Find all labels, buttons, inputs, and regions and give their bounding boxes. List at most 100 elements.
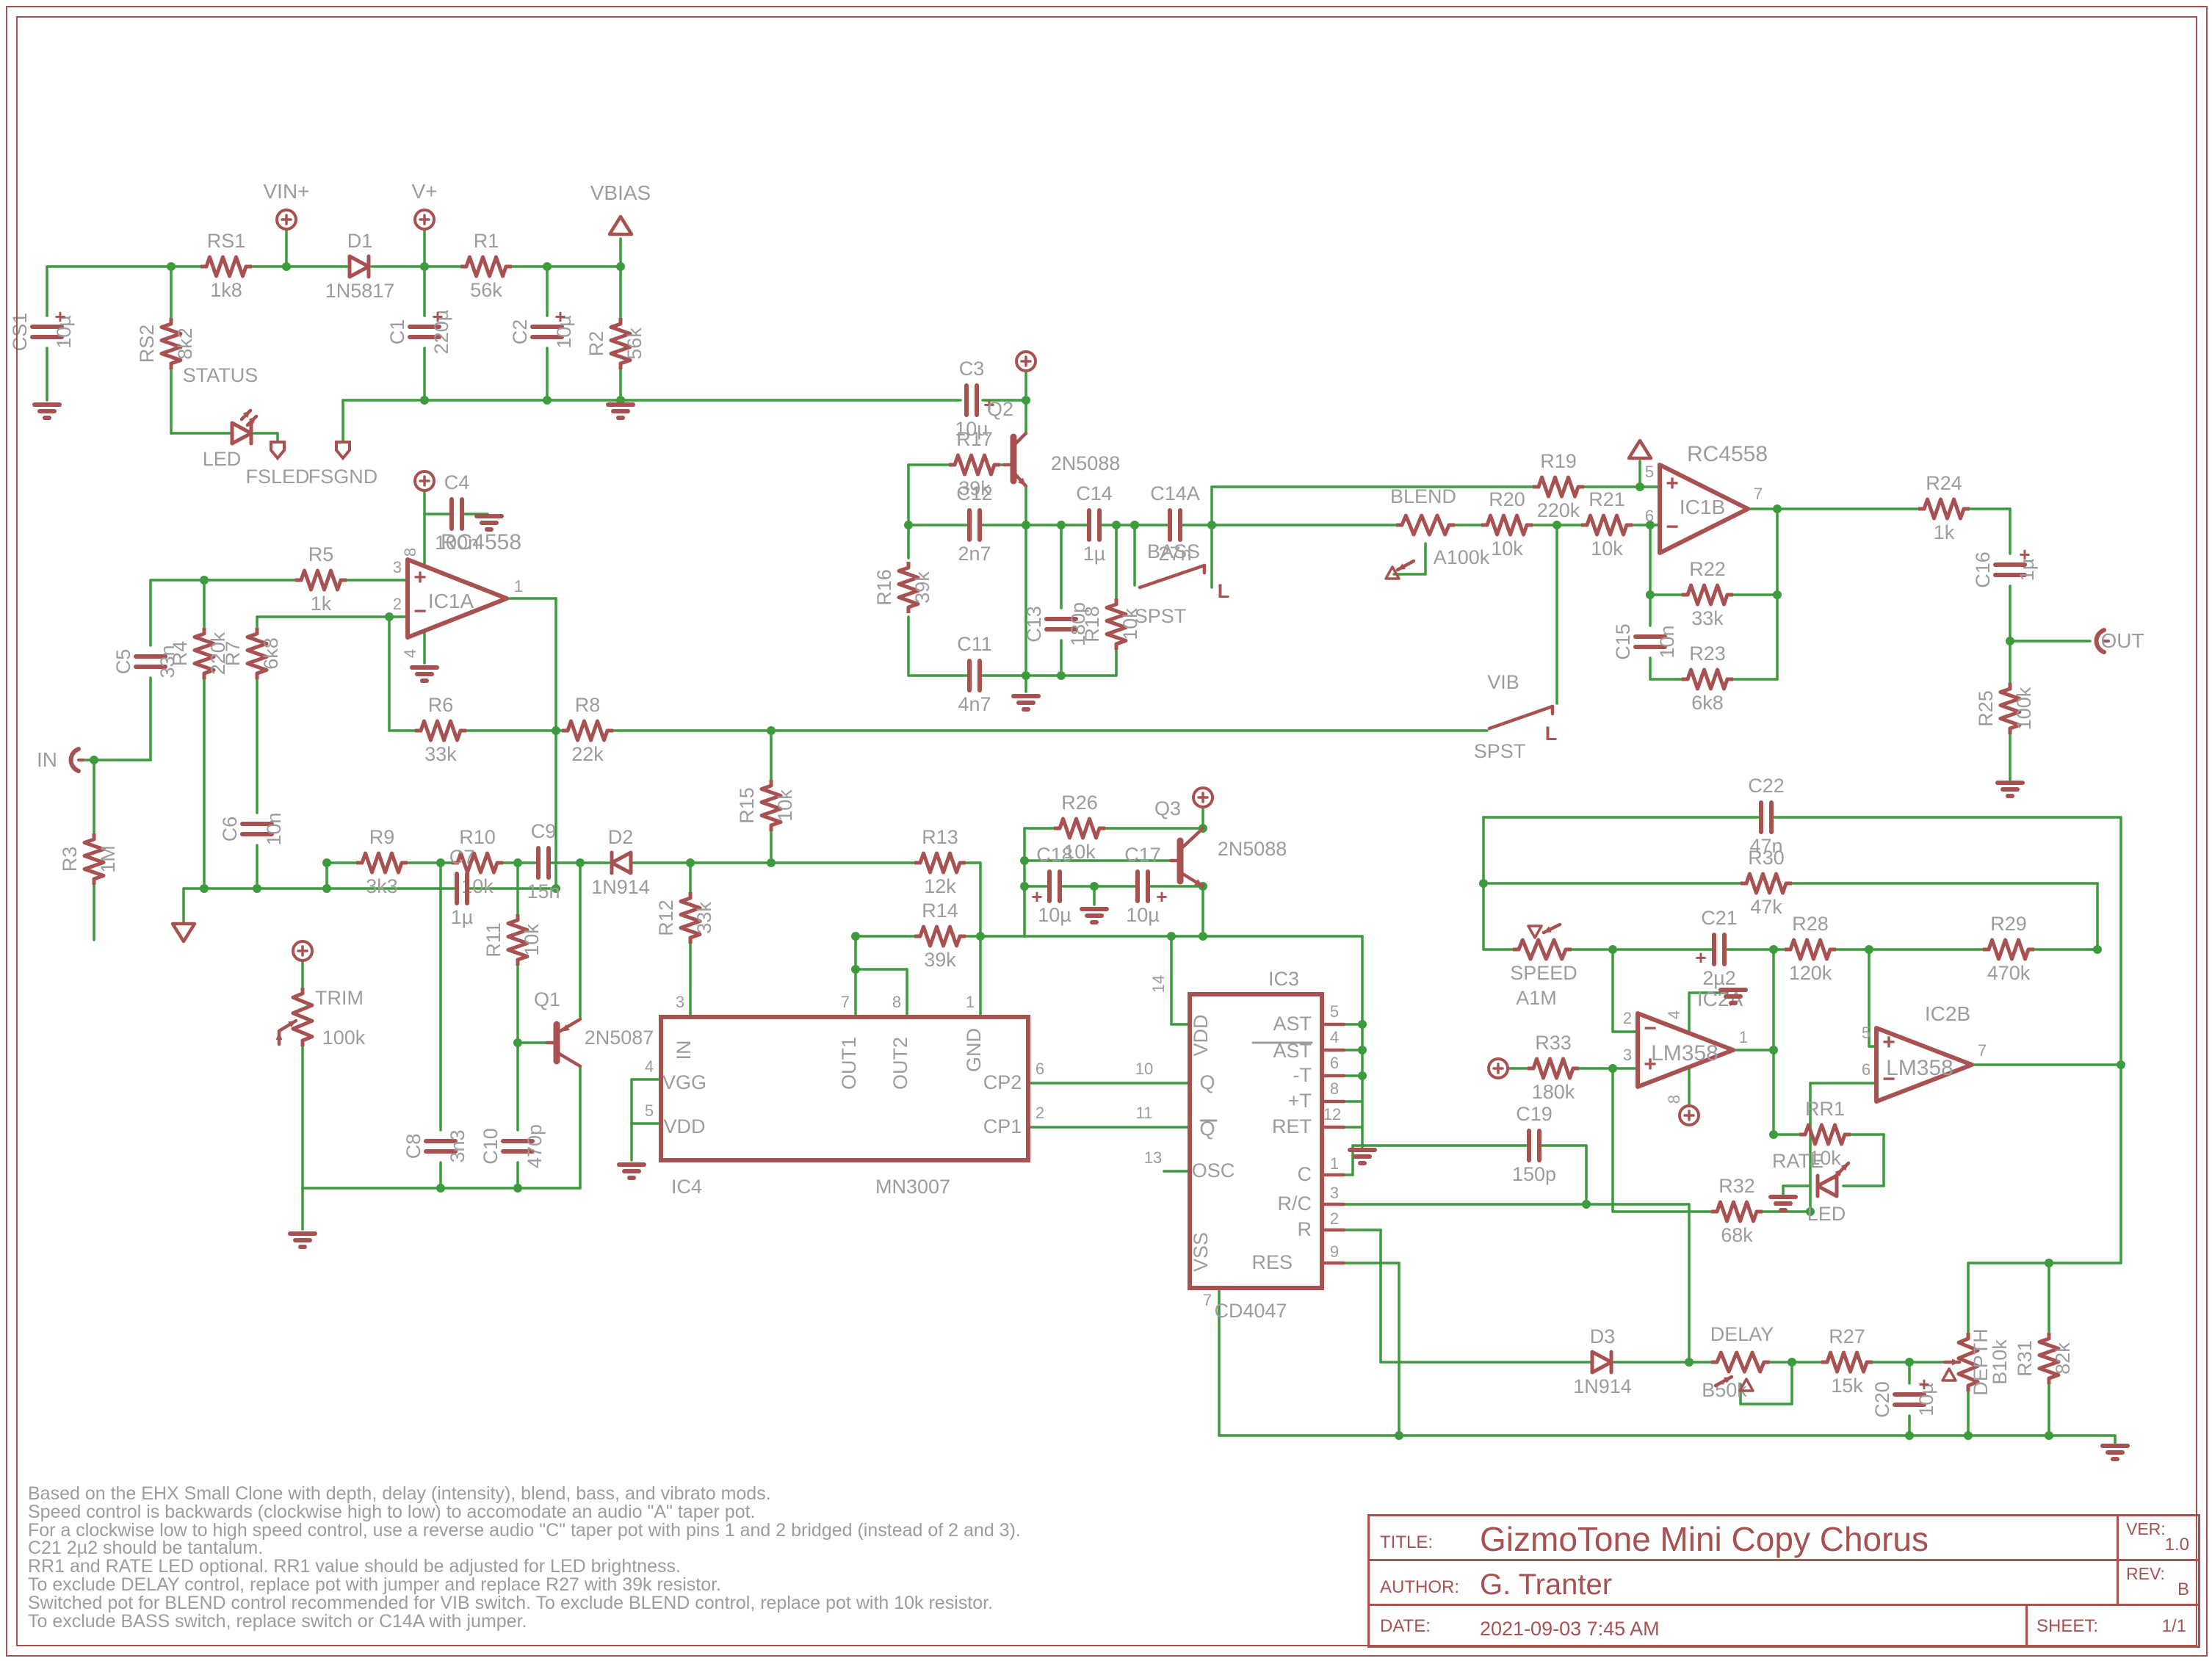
svg-text:+: + — [1666, 471, 1679, 496]
svg-text:SPEED: SPEED — [1510, 962, 1577, 984]
svg-text:C14: C14 — [1076, 482, 1113, 504]
svg-text:R18: R18 — [1081, 606, 1103, 643]
svg-text:220µ: 220µ — [430, 310, 452, 355]
svg-text:RET: RET — [1272, 1115, 1312, 1137]
svg-text:IC3: IC3 — [1268, 968, 1299, 990]
svg-text:LED: LED — [203, 448, 242, 470]
symbol-lines — [239, 408, 1962, 1388]
out-connector — [2094, 628, 2110, 654]
svg-text:3: 3 — [1623, 1046, 1632, 1064]
note-line: C21 2µ2 should be tantalum. — [28, 1538, 264, 1559]
svg-text:3k3: 3k3 — [366, 875, 398, 897]
svg-text:VIB: VIB — [1487, 671, 1519, 693]
svg-text:C12: C12 — [956, 482, 993, 504]
svg-text:R7: R7 — [222, 641, 244, 667]
svg-text:5: 5 — [645, 1101, 654, 1120]
svg-text:C18: C18 — [1036, 844, 1073, 866]
svg-text:4: 4 — [1330, 1028, 1339, 1046]
svg-text:2N5088: 2N5088 — [1051, 452, 1121, 474]
vbias-icon — [1627, 438, 1653, 460]
svg-text:+: + — [432, 305, 443, 328]
svg-text:R28: R28 — [1792, 913, 1829, 935]
svg-text:R3: R3 — [59, 847, 81, 872]
svg-text:180p: 180p — [1067, 602, 1089, 646]
svg-text:RC4558: RC4558 — [441, 530, 521, 554]
svg-text:TRIM: TRIM — [315, 987, 364, 1009]
svg-text:R1: R1 — [474, 230, 499, 252]
supply-plus-icon — [292, 940, 314, 962]
svg-text:R8: R8 — [575, 694, 601, 716]
ic-IC3: IC3CD4047VDDQQOSCVSSASTAST-T+TRETCR/CRRE… — [1144, 968, 1341, 1322]
svg-text:4: 4 — [401, 649, 419, 658]
svg-text:VDD: VDD — [663, 1115, 705, 1137]
svg-text:7: 7 — [1754, 485, 1763, 503]
svg-text:10k: 10k — [521, 924, 543, 956]
svg-text:2: 2 — [1623, 1009, 1632, 1027]
sheet-label: SHEET: — [2036, 1616, 2099, 1636]
svg-text:IN: IN — [673, 1041, 695, 1060]
svg-text:+: + — [1918, 1373, 1929, 1395]
svg-text:RS2: RS2 — [136, 325, 158, 363]
svg-text:R31: R31 — [2014, 1340, 2036, 1377]
capacitor-C13: C13 180p — [1023, 602, 1089, 646]
svg-text:120k: 120k — [1789, 962, 1832, 984]
svg-text:R14: R14 — [922, 900, 958, 922]
schematic-title: GizmoTone Mini Copy Chorus — [1480, 1520, 1929, 1558]
ground-icon — [32, 402, 62, 420]
svg-text:C16: C16 — [1972, 551, 1994, 588]
svg-text:CD4047: CD4047 — [1214, 1300, 1287, 1322]
rev-cell: REV: B — [2117, 1561, 2198, 1604]
svg-text:IN: IN — [37, 748, 57, 771]
svg-text:R27: R27 — [1829, 1325, 1865, 1347]
svg-text:R22: R22 — [1689, 558, 1726, 580]
svg-text:7: 7 — [841, 993, 850, 1011]
svg-text:8: 8 — [401, 548, 419, 557]
svg-text:R30: R30 — [1748, 847, 1785, 869]
svg-text:33k: 33k — [693, 902, 715, 934]
svg-text:Q1: Q1 — [534, 988, 560, 1010]
svg-text:V+: V+ — [411, 180, 437, 203]
svg-text:B10k: B10k — [1989, 1339, 2011, 1385]
svg-text:C13: C13 — [1023, 606, 1045, 643]
version-cell: VER: 1.0 — [2117, 1516, 2198, 1559]
svg-text:8: 8 — [892, 993, 901, 1011]
svg-text:C1: C1 — [386, 319, 408, 345]
svg-text:A100k: A100k — [1434, 546, 1490, 568]
svg-text:1N5817: 1N5817 — [325, 280, 395, 302]
capacitor-C1: C1 220µ+ — [386, 305, 452, 354]
svg-text:OUT: OUT — [2100, 629, 2144, 652]
svg-text:C20: C20 — [1871, 1381, 1893, 1418]
svg-text:C17: C17 — [1124, 844, 1161, 866]
svg-text:C11: C11 — [957, 633, 992, 655]
ground-icon — [2100, 1444, 2130, 1461]
svg-text:180k: 180k — [1532, 1081, 1575, 1103]
svg-text:R24: R24 — [1926, 472, 1962, 494]
svg-text:68k: 68k — [1721, 1224, 1753, 1246]
svg-text:6k8: 6k8 — [260, 637, 282, 670]
svg-text:C4: C4 — [444, 471, 470, 493]
svg-text:FSLED: FSLED — [245, 466, 309, 488]
